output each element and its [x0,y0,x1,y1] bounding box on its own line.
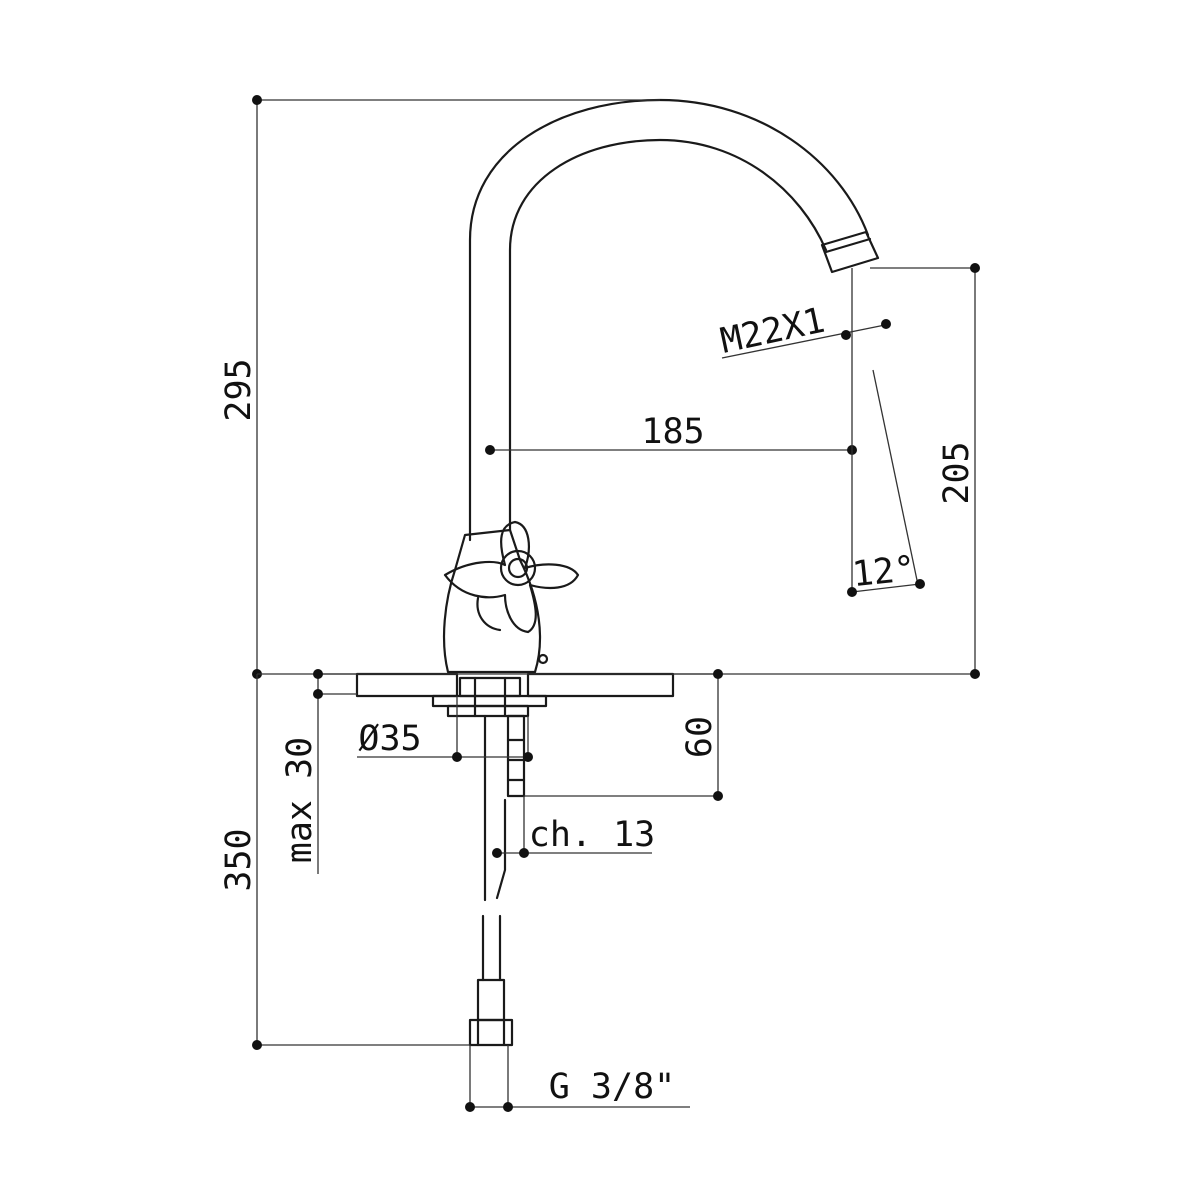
handle-cap-inner [507,557,529,579]
label-spout-reach: 185 [641,412,704,452]
label-shank-length: 60 [680,716,720,758]
label-outlet-thread: M22X1 [717,301,828,362]
label-hose-length: 350 [219,828,259,891]
hose-lower [481,914,502,982]
spout-inner-curve [508,138,828,532]
label-outlet-height: 205 [937,441,977,504]
valve-body [442,528,542,674]
mounting-washer [431,694,548,708]
hose-nut [468,1018,514,1047]
aerator-nozzle [820,230,880,274]
hose-ferrule [476,978,506,1022]
cross-handle [443,520,580,634]
label-wrench-size: ch. 13 [529,815,655,855]
threaded-shank [506,714,526,798]
dimension-lines [252,95,980,1112]
mounting-nut [446,704,530,718]
hose-upper [483,714,507,902]
deck-right [526,672,675,698]
label-connection-thread: G 3/8" [549,1067,675,1107]
faucet-body [355,98,880,1047]
dimension-labels: 295 185 M22X1 205 12° max 30 Ø35 60 ch. … [219,301,977,1107]
label-spout-angle: 12° [850,549,917,595]
label-deck-thickness: max 30 [280,737,320,863]
label-hole-diameter: Ø35 [358,719,421,759]
label-total-height: 295 [219,358,259,421]
handle-cap-outer [499,549,537,587]
indicator-dot [537,653,549,665]
deck-left [355,672,459,698]
